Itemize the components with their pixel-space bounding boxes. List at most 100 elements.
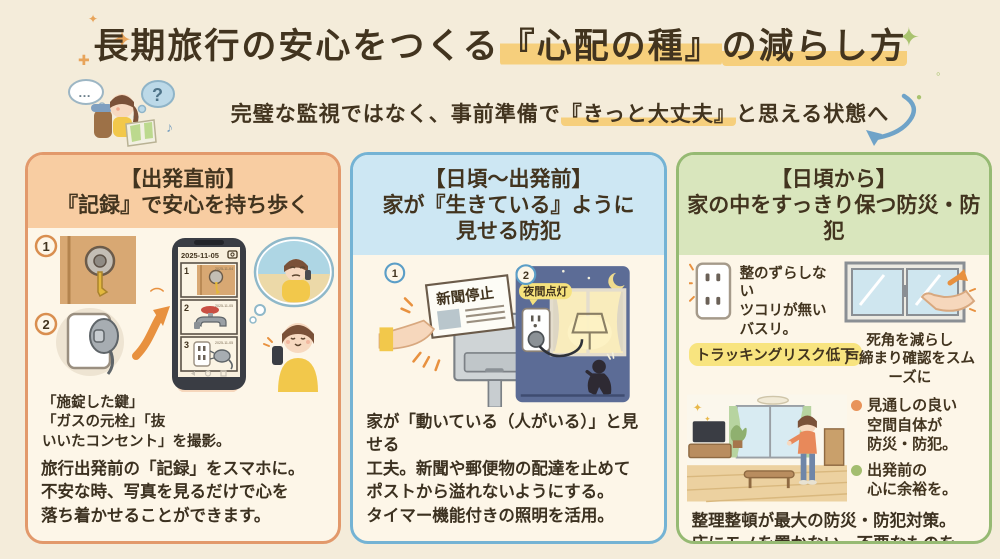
phone-notch — [194, 240, 225, 246]
title-post: の減らし方 — [721, 27, 907, 66]
record-item-outlet: 3 2025-11-05 — [180, 336, 238, 373]
window-note: 死角を減らし 戸締まり確認をスムーズに — [844, 332, 976, 387]
page-subtitle: 完璧な監視ではなく、事前準備で『きっと大丈夫』と思える状態へ — [215, 98, 905, 128]
traveler-illustration: … ? ♪ — [68, 79, 175, 147]
traveler-figure — [91, 94, 157, 147]
relieved-woman-figure — [263, 323, 319, 393]
panel2-tag: 【日頃〜出発前】 — [424, 168, 593, 191]
panel3-middle-row: ✦ ✦ 見通しの良い 空間自体が 防災・防犯。 出発前の 心に余裕を。 — [679, 388, 989, 506]
motion-mark-icon: ⌒ — [149, 287, 164, 303]
panel2-heading: 家が『生きている』ように 見せる防犯 — [382, 194, 635, 244]
sparkle-lines-icon — [263, 337, 274, 348]
tracking-risk-badge: トラッキングリスク低下 — [688, 342, 862, 366]
outlet-plug-illustration — [56, 308, 125, 377]
dot-icon: ◦ — [936, 66, 941, 81]
step1-number: 1 — [392, 268, 398, 280]
arrow-icon — [132, 314, 164, 361]
app-date: 2025-11-05 — [181, 251, 219, 260]
orange-bullet-icon — [851, 400, 863, 412]
hand-illustration — [379, 319, 436, 351]
green-bullet-icon — [851, 464, 863, 476]
panel3-body-text: 整理整頓が最大の防災・防犯対策。 床にモノを置かない、不要なものを 手放す（また… — [691, 511, 956, 544]
record-item-lock: 1 2025-11-04 — [180, 262, 238, 299]
panel3-tag: 【日頃から】 — [770, 168, 897, 191]
arrowhead-icon — [153, 306, 171, 327]
record-item-gas-valve: 2 2025-11-05 — [180, 299, 238, 336]
panel1-tag: 【出発直前】 — [120, 168, 247, 191]
music-note-icon: ♪ — [166, 119, 173, 135]
panel1-heading: 『記録』で安心を持ち歩く — [57, 194, 310, 217]
night-label-bubble — [519, 282, 573, 299]
sparkle-icon: ✚ — [78, 52, 90, 68]
tv-cabinet — [687, 421, 732, 459]
svg-text:3: 3 — [184, 340, 189, 350]
plant-icon — [730, 425, 747, 449]
security-illustration: 1 新聞停止 — [379, 261, 631, 407]
step1-number: 1 — [43, 239, 50, 254]
timer-outlet-illustration — [522, 307, 584, 357]
sparkle-lines-icon — [688, 263, 695, 302]
panel3-heading: 家の中をすっきり保つ防災・防犯 — [687, 194, 981, 244]
tidy-livingroom-illustration: ✦ ✦ — [686, 394, 848, 503]
panel2-header: 【日頃〜出発前】 家が『生きている』ように 見せる防犯 — [353, 155, 664, 255]
panel3-top-row: 整のずらしない ツコリが無い バスリ。 トラッキングリスク低下 — [679, 255, 989, 389]
bullet-visibility: 見通しの良い 空間自体が 防災・防犯。 — [851, 396, 983, 455]
svg-text:2025-11-05: 2025-11-05 — [215, 304, 233, 308]
sparkle-icon: ✦ — [88, 12, 99, 26]
benefit-bullet-list: 見通しの良い 空間自体が 防災・防犯。 出発前の 心に余裕を。 — [851, 392, 983, 506]
svg-text:2: 2 — [184, 303, 189, 313]
phone-nav-icons — [191, 370, 227, 377]
title-highlighted: 『心配の種』 — [499, 27, 722, 66]
panel-departure-record: 【出発直前】 『記録』で安心を持ち歩く 1 — [25, 152, 342, 544]
svg-text:?: ? — [152, 85, 163, 105]
smartphone-record-app: 2025-11-05 1 2025-11-04 — [172, 238, 247, 393]
subtitle-highlighted: 『きっと大丈夫』 — [560, 103, 736, 126]
window-lock-icon — [902, 284, 907, 297]
door-lock-illustration — [60, 236, 137, 305]
outlet-note: 整のずらしない ツコリが無い バスリ。 — [739, 265, 827, 339]
standing-woman-figure — [786, 415, 817, 485]
panel1-caption: 「施錠した鍵」 「ガスの元栓」「抜 いいたコンセント」を撮影。 — [42, 395, 231, 450]
curved-arrow-icon — [866, 93, 917, 146]
night-light-label: 夜間点灯 — [523, 284, 568, 298]
camera-icon — [227, 250, 238, 259]
lit-window-illustration — [550, 287, 627, 356]
panel-tidy-home: 【日頃から】 家の中をすっきり保つ防災・防犯 整のずらしない ツコリが無い バス… — [675, 152, 992, 544]
thought-cloud-question-icon: ? — [133, 80, 175, 120]
title-pre: 長期旅行の安心をつくる — [93, 27, 500, 66]
ceiling-light-icon — [756, 395, 789, 405]
clean-outlet-illustration — [688, 261, 731, 320]
svg-text:2025-11-05: 2025-11-05 — [215, 341, 233, 345]
step2-number: 2 — [43, 317, 50, 332]
svg-text:…: … — [78, 85, 91, 100]
step2-number: 2 — [523, 269, 529, 281]
subtitle-pre: 完璧な監視ではなく、事前準備で — [230, 103, 561, 126]
newspaper-illustration: 新聞停止 — [425, 273, 516, 339]
panel-lived-in-look: 【日頃〜出発前】 家が『生きている』ように 見せる防犯 1 新聞停止 — [350, 152, 667, 544]
night-scene-illustration: 夜間点灯 — [516, 265, 631, 402]
window-check-illustration — [844, 261, 976, 322]
pointing-hand-icon — [920, 289, 976, 312]
record-illustration: 1 2 ⌒ — [34, 235, 335, 393]
bullet-peace-of-mind: 出発前の 心に余裕を。 — [851, 461, 983, 500]
page-title: 長期旅行の安心をつくる『心配の種』の減らし方 — [0, 18, 1000, 69]
dot-icon: ● — [916, 92, 923, 103]
burglar-illustration — [585, 351, 615, 395]
drawer-chest — [823, 428, 845, 466]
moon-icon — [608, 272, 626, 290]
low-table — [743, 470, 795, 489]
motion-lines-icon — [400, 296, 441, 371]
panel3-header: 【日頃から】 家の中をすっきり保つ防災・防犯 — [678, 155, 989, 255]
sparkle-icon: ✦ — [704, 414, 711, 423]
svg-text:2025-11-04: 2025-11-04 — [215, 267, 233, 271]
sparkle-icon: ✦ — [692, 403, 702, 415]
panel2-body-text: 家が「動いている（人がいる）」と見せる 工夫。新聞や郵便物の配達を止めて ポスト… — [366, 412, 639, 525]
subtitle-post: と思える状態へ — [735, 103, 890, 126]
svg-text:1: 1 — [184, 266, 189, 276]
panel-row: 【出発直前】 『記録』で安心を持ち歩く 1 — [25, 152, 992, 544]
key-icon — [97, 271, 109, 298]
sparkle-icon: ✦ — [112, 27, 133, 54]
panel1-body-text: 旅行出発前の「記録」をスマホに。 不安な時、写真を見るだけで心を 落ち着かせるこ… — [41, 459, 305, 525]
panel1-header: 【出発直前】 『記録』で安心を持ち歩く — [28, 155, 339, 229]
